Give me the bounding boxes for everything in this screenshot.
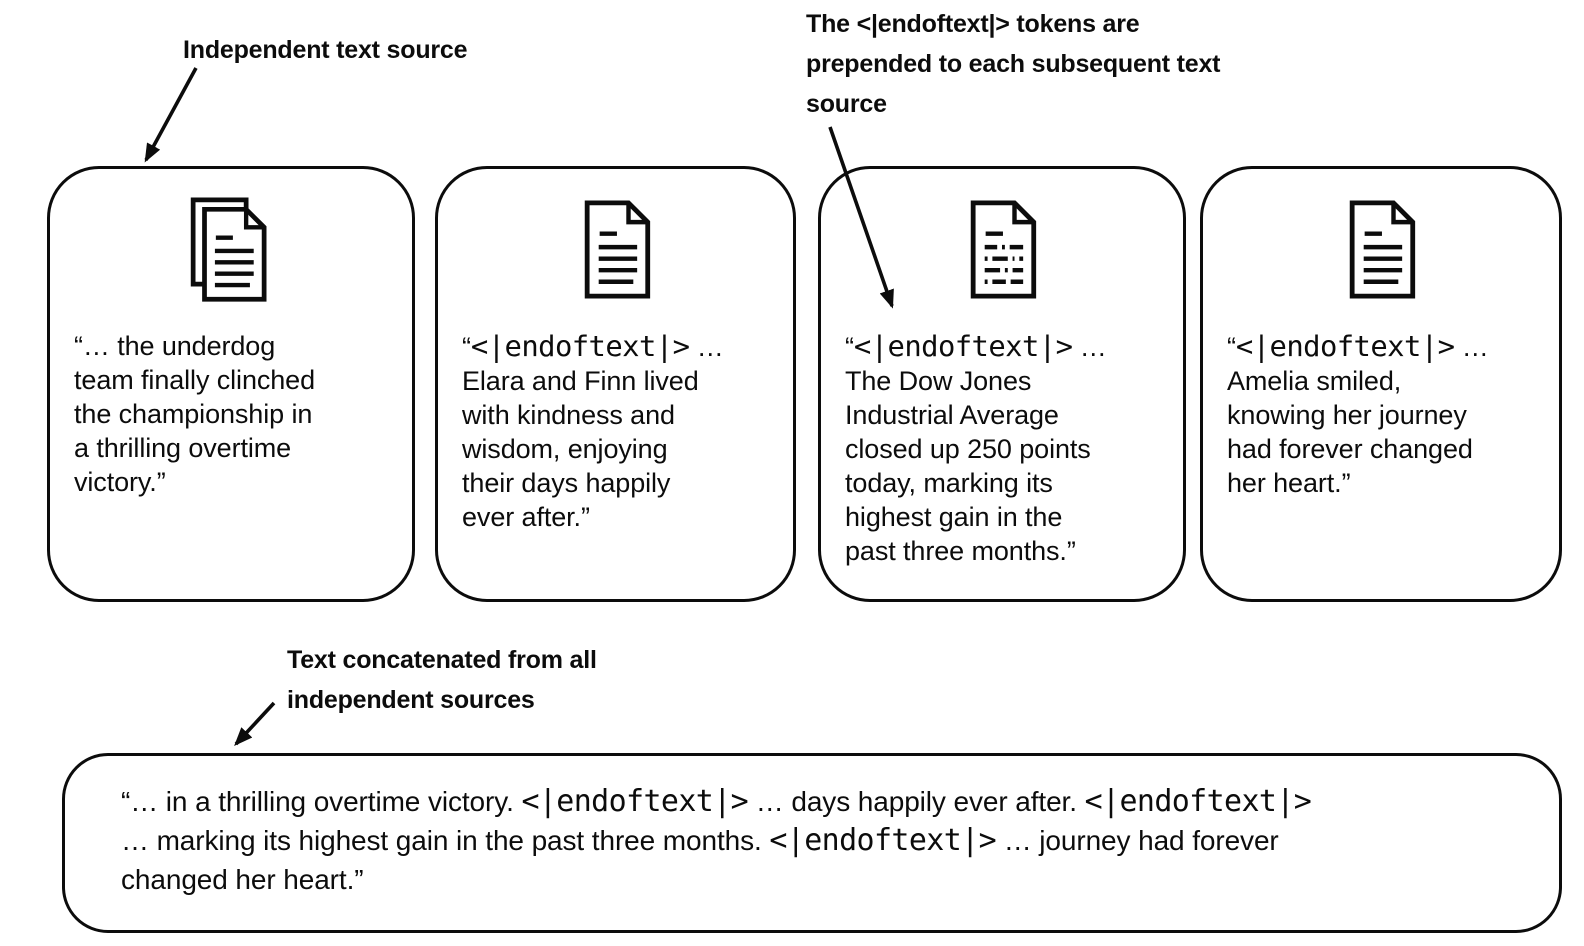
endoftext-token: <|endoftext|> <box>470 329 690 363</box>
source-quote-2: “<|endoftext|> … Elara and Finn lived with… <box>462 329 777 534</box>
concatenated-text-box: “… in a thrilling overtime victory. <|en… <box>62 753 1562 933</box>
quote-text: The Dow Jones <box>845 366 1032 396</box>
quote-text: team finally clinched <box>74 365 316 395</box>
quote-text: “… in a thrilling overtime victory. <box>121 786 522 817</box>
arrow-concatenated <box>234 701 276 747</box>
quote-text: past three months.” <box>845 536 1076 566</box>
quote-text: Elara and Finn lived <box>462 366 699 396</box>
quote-text: … <box>1454 332 1489 362</box>
quote-text: … journey had forever <box>996 825 1279 856</box>
source-quote-4: “<|endoftext|> … Amelia smiled, knowing he… <box>1227 329 1543 500</box>
quote-text: the championship in <box>74 399 313 429</box>
quote-text: “ <box>462 332 471 362</box>
quote-text: her heart.” <box>1227 468 1351 498</box>
quote-text: … marking its highest gain in the past t… <box>121 825 770 856</box>
quote-text: “… the underdog <box>74 331 276 361</box>
endoftext-token: <|endoftext|> <box>769 823 997 858</box>
quote-text: their days happily <box>462 468 671 498</box>
annotation-line: source <box>806 90 887 118</box>
quote-text: wisdom, enjoying <box>462 434 668 464</box>
annotation-line: The <|endoftext|> tokens are <box>806 10 1140 38</box>
text-source-card-2: “<|endoftext|> … Elara and Finn lived with… <box>435 166 796 602</box>
endoftext-token: <|endoftext|> <box>1084 784 1312 819</box>
endoftext-token: <|endoftext|> <box>521 784 749 819</box>
quote-text: … <box>689 332 724 362</box>
document-pair-icon <box>50 197 412 303</box>
quote-text: Industrial Average <box>845 400 1059 430</box>
quote-text: today, marking its <box>845 468 1053 498</box>
annotation-line: prepended to each subsequent text <box>806 50 1221 78</box>
annotation-endoftext-tokens: The <|endoftext|> tokens are prepended t… <box>806 4 1221 124</box>
quote-text: a thrilling overtime <box>74 433 292 463</box>
quote-text: with kindness and <box>462 400 675 430</box>
quote-text: … days happily ever after. <box>748 786 1085 817</box>
quote-text: changed her heart.” <box>121 864 364 895</box>
annotation-concatenated: Text concatenated from all independent s… <box>287 640 597 720</box>
concatenated-quote: “… in a thrilling overtime victory. <|en… <box>121 782 1541 899</box>
quote-text: “ <box>1227 332 1236 362</box>
endoftext-token: <|endoftext|> <box>853 329 1073 363</box>
quote-text: “ <box>845 332 854 362</box>
document-dashed-icon <box>821 197 1183 303</box>
endoftext-token: <|endoftext|> <box>1235 329 1455 363</box>
source-quote-1: “… the underdog team finally clinched the … <box>74 329 396 499</box>
text-source-card-1: “… the underdog team finally clinched the … <box>47 166 415 602</box>
annotation-line: independent sources <box>287 686 535 714</box>
quote-text: … <box>1072 332 1107 362</box>
quote-text: highest gain in the <box>845 502 1063 532</box>
quote-text: ever after.” <box>462 502 590 532</box>
annotation-line: Independent text source <box>183 36 468 64</box>
document-icon <box>1203 197 1559 303</box>
text-source-card-4: “<|endoftext|> … Amelia smiled, knowing he… <box>1200 166 1562 602</box>
arrow-independent-source <box>144 67 198 163</box>
quote-text: had forever changed <box>1227 434 1473 464</box>
annotation-line: Text concatenated from all <box>287 646 597 674</box>
annotation-independent-source: Independent text source <box>183 30 468 70</box>
quote-text: closed up 250 points <box>845 434 1091 464</box>
document-icon <box>438 197 793 303</box>
quote-text: knowing her journey <box>1227 400 1467 430</box>
quote-text: Amelia smiled, <box>1227 366 1402 396</box>
quote-text: victory.” <box>74 467 166 497</box>
